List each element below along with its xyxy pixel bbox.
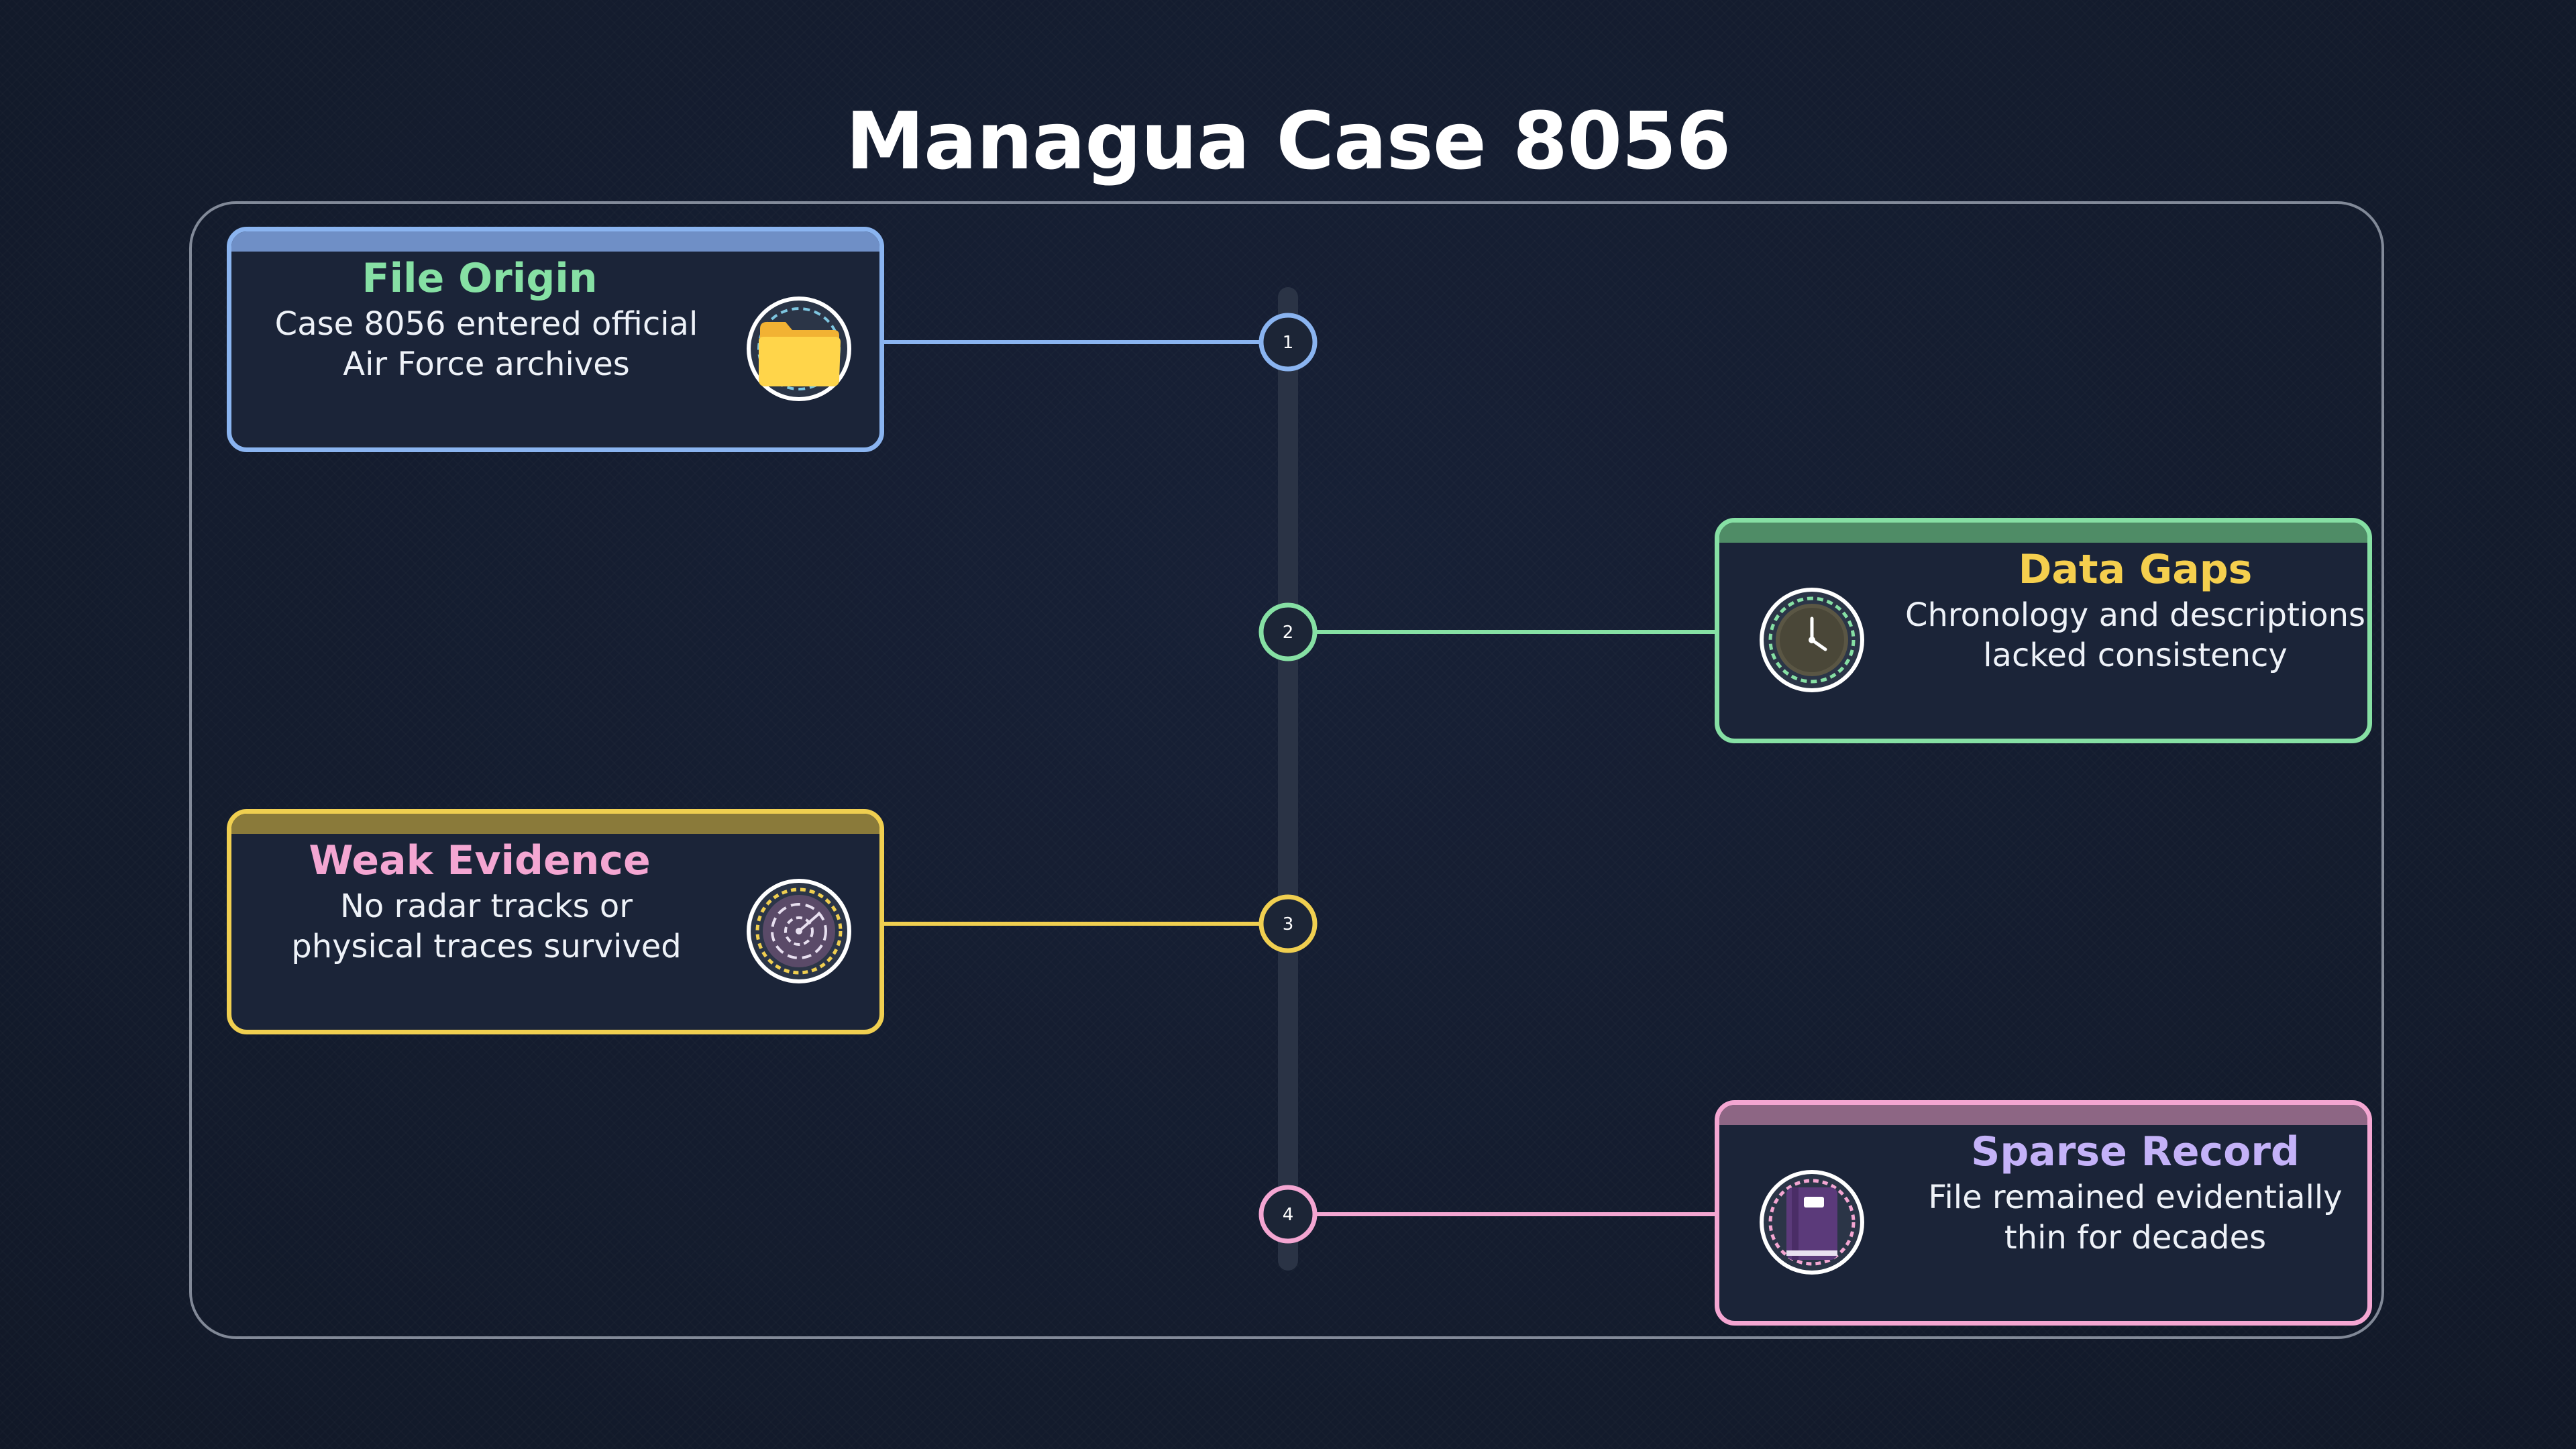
card-description-line-2: physical traces survived xyxy=(291,928,682,965)
node-number-4: 4 xyxy=(1283,1205,1294,1225)
card-title: Data Gaps xyxy=(2018,546,2253,593)
card-description: File remained evidentially thin for deca… xyxy=(1894,1177,2367,1258)
node-number-1: 1 xyxy=(1283,333,1294,353)
card-header-band xyxy=(1719,523,2367,543)
step-card-weak-evidence: Weak Evidence No radar tracks or physica… xyxy=(227,809,884,1034)
card-description-line-2: Air Force archives xyxy=(343,345,630,383)
diagram-frame xyxy=(189,201,2384,1339)
node-number-3: 3 xyxy=(1283,914,1294,934)
timeline-node-1: 1 xyxy=(1258,313,1318,372)
card-title: Weak Evidence xyxy=(309,837,651,884)
diagram-title: Managua Case 8056 xyxy=(845,95,1731,187)
folder-icon xyxy=(747,297,851,401)
card-description: No radar tracks or physical traces survi… xyxy=(245,886,728,967)
card-description: Chronology and descriptions lacked consi… xyxy=(1894,595,2367,676)
card-description: Case 8056 entered official Air Force arc… xyxy=(245,304,728,384)
card-header-band xyxy=(231,814,879,834)
binder-icon xyxy=(1760,1170,1864,1275)
step-card-sparse-record: Sparse Record File remained evidentially… xyxy=(1715,1100,2372,1326)
timeline-spine xyxy=(1278,287,1298,1271)
card-title: Sparse Record xyxy=(1971,1128,2300,1175)
timeline-node-3: 3 xyxy=(1258,894,1318,953)
clock-icon xyxy=(1760,588,1864,692)
card-header-band xyxy=(1719,1105,2367,1125)
timeline-node-2: 2 xyxy=(1258,602,1318,661)
card-description-line-1: Case 8056 entered official xyxy=(274,305,698,343)
timeline-node-4: 4 xyxy=(1258,1185,1318,1244)
card-description-line-2: thin for decades xyxy=(2004,1219,2267,1256)
step-card-file-origin: File Origin Case 8056 entered official A… xyxy=(227,227,884,452)
card-title: File Origin xyxy=(362,255,598,302)
card-description-line-1: No radar tracks or xyxy=(339,888,633,925)
card-description-line-1: Chronology and descriptions xyxy=(1904,596,2366,634)
card-description-line-1: File remained evidentially xyxy=(1928,1179,2343,1216)
card-header-band xyxy=(231,231,879,252)
card-description-line-2: lacked consistency xyxy=(1983,637,2288,674)
radar-icon xyxy=(747,879,851,983)
step-card-data-gaps: Data Gaps Chronology and descriptions la… xyxy=(1715,518,2372,743)
node-number-2: 2 xyxy=(1283,623,1294,643)
